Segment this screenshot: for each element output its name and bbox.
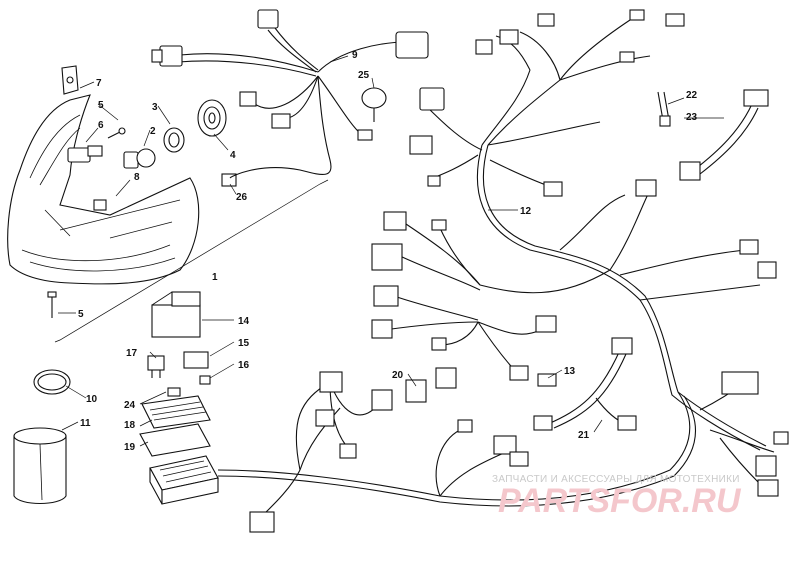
callout-19: 19 bbox=[124, 442, 136, 453]
callout-13: 13 bbox=[564, 366, 576, 377]
harness-bottom bbox=[217, 367, 697, 533]
fuse-cap bbox=[199, 375, 211, 385]
protective-sleeve bbox=[13, 427, 67, 505]
callout-25: 25 bbox=[358, 70, 370, 81]
callout-4: 4 bbox=[230, 150, 236, 161]
callout-8: 8 bbox=[134, 172, 140, 183]
fuse-small bbox=[167, 387, 181, 397]
adjuster-bracket bbox=[61, 65, 79, 95]
sub-harness-left bbox=[371, 211, 611, 381]
callout-16: 16 bbox=[238, 360, 250, 371]
clip-22 bbox=[657, 91, 671, 127]
callout-17: 17 bbox=[126, 348, 138, 359]
bulb-socket bbox=[67, 145, 103, 163]
callout-1: 1 bbox=[212, 272, 218, 283]
headlight-housing bbox=[7, 94, 200, 285]
relay-small bbox=[183, 351, 209, 369]
callout-24: 24 bbox=[124, 400, 136, 411]
callout-numbers: 1 2 3 4 5 5 6 7 8 9 10 11 12 13 14 15 16… bbox=[78, 50, 698, 453]
watermark: ЗАПЧАСТИ И АКСЕССУАРЫ ДЛЯ МОТОТЕХНИКИ PA… bbox=[492, 474, 742, 520]
harness-21 bbox=[533, 337, 637, 431]
callout-15: 15 bbox=[238, 338, 250, 349]
callout-6: 6 bbox=[98, 120, 104, 131]
leader-lines bbox=[58, 55, 724, 447]
main-harness-12 bbox=[409, 9, 777, 451]
callout-2: 2 bbox=[150, 126, 156, 137]
callout-23: 23 bbox=[686, 112, 698, 123]
screw-lower bbox=[47, 291, 57, 318]
callout-21: 21 bbox=[578, 430, 590, 441]
fuse-block bbox=[149, 455, 219, 505]
callout-26: 26 bbox=[236, 192, 248, 203]
callout-22: 22 bbox=[686, 90, 698, 101]
callout-9: 9 bbox=[352, 50, 358, 61]
relay-box bbox=[151, 291, 201, 338]
callout-12: 12 bbox=[520, 206, 532, 217]
position-lamp bbox=[93, 199, 107, 211]
watermark-text: ЗАПЧАСТИ И АКСЕССУАРЫ ДЛЯ МОТОТЕХНИКИ bbox=[492, 474, 740, 485]
fuse-gasket bbox=[139, 423, 211, 457]
hose-clamp bbox=[33, 369, 71, 395]
harness-right-lower bbox=[699, 371, 789, 497]
callout-7: 7 bbox=[96, 78, 102, 89]
watermark-logo: PARTSFOR.RU bbox=[498, 482, 742, 520]
callout-11: 11 bbox=[80, 418, 91, 429]
callout-5-lower: 5 bbox=[78, 309, 84, 320]
screw-upper bbox=[107, 127, 126, 139]
assembly-bracket bbox=[54, 179, 329, 343]
callout-5-upper: 5 bbox=[98, 100, 104, 111]
callout-3: 3 bbox=[152, 102, 158, 113]
callout-18: 18 bbox=[124, 420, 136, 431]
harness-9 bbox=[151, 9, 429, 179]
relay-plug bbox=[147, 355, 165, 378]
dust-boot bbox=[197, 99, 227, 137]
headlight-bulb bbox=[123, 148, 156, 169]
callout-14: 14 bbox=[238, 316, 250, 327]
callout-20: 20 bbox=[392, 370, 404, 381]
harness-23 bbox=[679, 89, 769, 181]
callout-10: 10 bbox=[86, 394, 98, 405]
horn-25 bbox=[361, 87, 387, 122]
fuse-label-card bbox=[141, 395, 211, 429]
retaining-ring bbox=[163, 127, 185, 153]
